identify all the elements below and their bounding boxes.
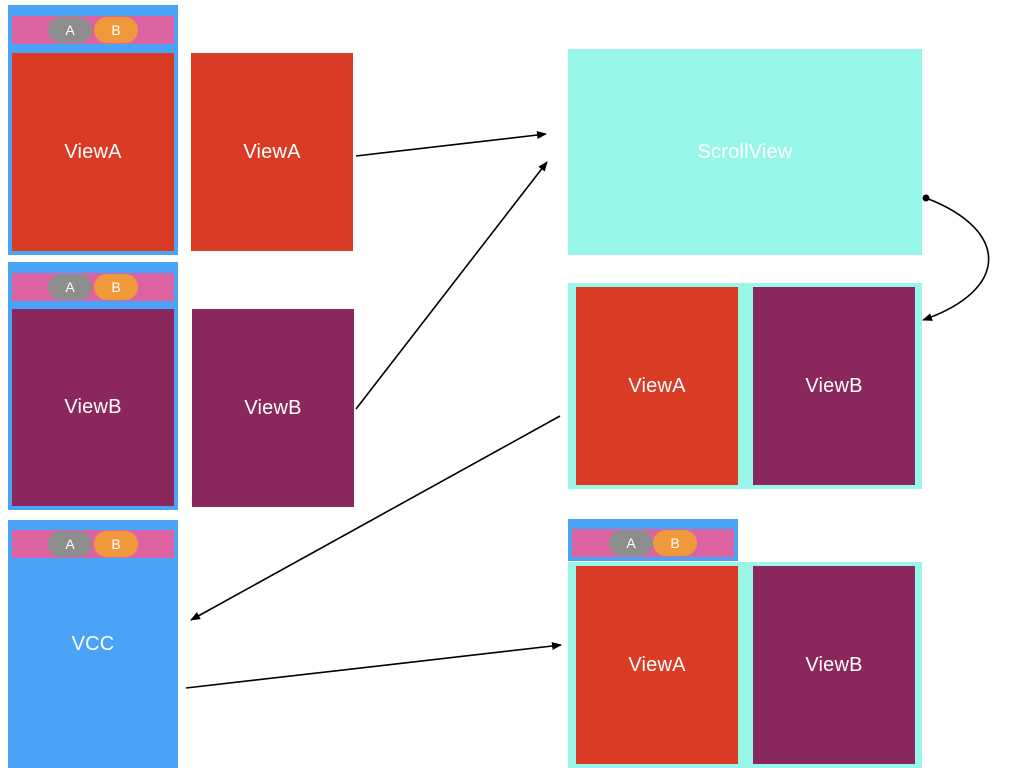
arrow-view-b-to-scrollview bbox=[355, 161, 548, 410]
scroll-view-label: ScrollView bbox=[697, 140, 793, 163]
scroll-subview-view-a: ViewA bbox=[576, 287, 738, 485]
arrow-scrollview-to-subviews bbox=[922, 197, 990, 321]
view-b-label: ViewB bbox=[64, 396, 122, 418]
scroll-view-label-peek: ScrollView bbox=[737, 376, 753, 400]
vcc-tabbar: A B bbox=[12, 530, 174, 558]
view-a-label: ViewA bbox=[628, 653, 686, 676]
vcc-label: VCC bbox=[71, 632, 115, 655]
segment-a-label: A bbox=[65, 279, 75, 295]
standalone-view-a: ViewA bbox=[191, 53, 353, 251]
curve-start-dot bbox=[922, 194, 930, 202]
result-tabbar: A B bbox=[572, 529, 734, 557]
view-a-label: ViewA bbox=[243, 140, 301, 163]
scroll-subview-view-b: ViewB bbox=[753, 287, 915, 485]
result-segment-a[interactable]: A bbox=[609, 530, 653, 556]
controller-b-tabbar: A B bbox=[12, 273, 174, 301]
controller-b-segment-a[interactable]: A bbox=[48, 274, 92, 300]
segment-b-label: B bbox=[670, 535, 680, 551]
controller-b-segment-b[interactable]: B bbox=[94, 274, 138, 300]
view-b-label: ViewB bbox=[805, 653, 863, 676]
controller-a-tabbar: A B bbox=[12, 16, 174, 44]
view-b-label: ViewB bbox=[805, 374, 863, 397]
result-view-b: ViewB bbox=[753, 566, 915, 764]
view-a-label: ViewA bbox=[628, 374, 686, 397]
segment-b-label: B bbox=[111, 279, 121, 295]
arrow-vcc-to-result bbox=[185, 642, 562, 689]
segment-a-label: A bbox=[65, 22, 75, 38]
result-scroll-view-label-peek: ScrollView bbox=[737, 655, 753, 679]
controller-a-view-a: ViewA bbox=[12, 53, 174, 251]
standalone-view-b: ViewB bbox=[192, 309, 354, 507]
controller-b-view-b: ViewB bbox=[12, 309, 174, 506]
vcc-segment-b[interactable]: B bbox=[94, 531, 138, 557]
result-view-a: ViewA bbox=[576, 566, 738, 764]
scroll-view: ScrollView bbox=[568, 49, 922, 255]
controller-a-segment-b[interactable]: B bbox=[94, 17, 138, 43]
segment-a-label: A bbox=[65, 536, 75, 552]
arrow-view-a-to-scrollview bbox=[355, 131, 547, 157]
vcc-segment-a[interactable]: A bbox=[48, 531, 92, 557]
controller-a-segment-a[interactable]: A bbox=[48, 17, 92, 43]
segment-a-label: A bbox=[626, 535, 636, 551]
segment-b-label: B bbox=[111, 536, 121, 552]
view-a-label: ViewA bbox=[64, 140, 122, 163]
view-b-label: ViewB bbox=[244, 396, 302, 419]
vcc-container: VCC bbox=[8, 520, 178, 768]
segment-b-label: B bbox=[111, 22, 121, 38]
result-segment-b[interactable]: B bbox=[653, 530, 697, 556]
